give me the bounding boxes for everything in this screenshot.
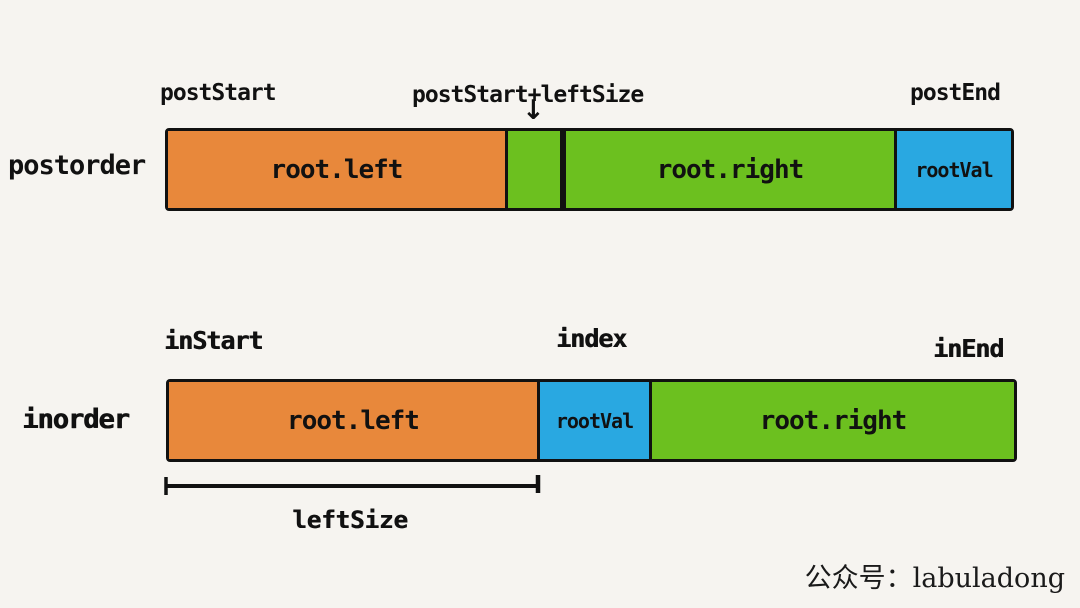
instart-pointer-label: inStart	[164, 326, 263, 355]
inorder-root-right-segment: root.right	[649, 382, 1014, 459]
postorder-root-right-segment: root.right	[560, 131, 894, 208]
postend-pointer-label: postEnd	[910, 80, 1001, 106]
postorder-array-bar: root.left root.right rootVal	[165, 128, 1014, 211]
postorder-row-label: postorder	[8, 150, 146, 181]
watermark-text: 公众号：labuladong	[804, 563, 1065, 594]
leftsize-label: leftSize	[292, 506, 408, 534]
poststart-pointer-label: postStart	[160, 80, 277, 106]
poststart-plus-leftsize-pointer-label: postStart+leftSize	[412, 82, 644, 108]
index-pointer-label: index	[556, 324, 627, 353]
inorder-root-left-segment: root.left	[169, 382, 537, 459]
inorder-rootval-segment: rootVal	[537, 382, 649, 459]
down-arrow-icon: ↓	[522, 95, 545, 126]
postorder-rootval-segment: rootVal	[894, 131, 1011, 208]
inorder-row-label: inorder	[22, 404, 130, 435]
postorder-right-subtree-first-cell	[505, 131, 560, 208]
postorder-root-left-segment: root.left	[168, 131, 505, 208]
inorder-array-bar: root.left rootVal root.right	[166, 379, 1017, 462]
inend-pointer-label: inEnd	[933, 334, 1004, 363]
leftsize-bracket	[164, 475, 541, 495]
